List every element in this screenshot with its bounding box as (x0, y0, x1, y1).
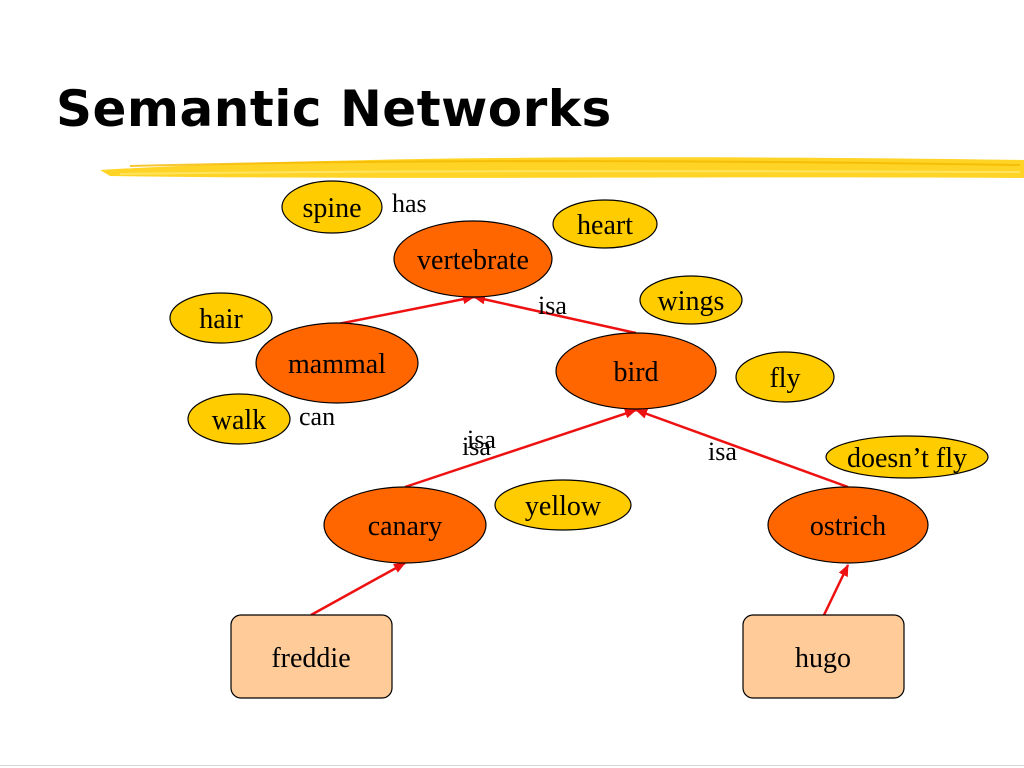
node-hair-label: hair (199, 304, 243, 335)
node-wings: wings (639, 275, 743, 325)
node-ostrich-label: ostrich (810, 511, 886, 542)
node-mammal: mammal (255, 322, 419, 404)
node-freddie-label: freddie (271, 643, 350, 674)
relation-label-isa-ostrich: isa (708, 437, 737, 466)
node-fly-label: fly (769, 363, 800, 394)
edge-hugo-ostrich (822, 564, 850, 616)
footer-divider (0, 765, 1024, 766)
node-bird-label: bird (613, 357, 658, 388)
node-canary-label: canary (368, 511, 443, 542)
node-heart: heart (552, 199, 658, 249)
node-vertebrate: vertebrate (393, 220, 553, 298)
node-spine: spine (281, 180, 383, 234)
node-ostrich: ostrich (767, 486, 929, 564)
node-wings-label: wings (658, 286, 725, 317)
edge-mammal-vertebrate (337, 294, 475, 326)
node-spine-label: spine (302, 193, 361, 224)
relation-label-isa-bird: isa (538, 291, 567, 320)
node-hugo: hugo (742, 614, 905, 699)
node-mammal-label: mammal (288, 349, 386, 380)
node-heart-label: heart (577, 210, 633, 241)
node-canary: canary (323, 486, 487, 564)
node-walk-label: walk (212, 405, 266, 436)
node-hair: hair (169, 292, 273, 344)
relation-label-has: has (392, 189, 427, 218)
node-doesnt-fly-label: doesn’t fly (847, 443, 967, 474)
node-hugo-label: hugo (795, 643, 851, 674)
relation-label-can: can (299, 402, 335, 431)
node-vertebrate-label: vertebrate (417, 245, 529, 276)
edge-canary-bird (404, 408, 637, 489)
node-yellow: yellow (494, 479, 632, 531)
relation-label-isa-canary-a: isa (467, 425, 496, 454)
node-doesnt-fly: doesn’t fly (825, 435, 989, 479)
relation-label-isa-canary-b: isa (462, 432, 491, 461)
edge-bird-vertebrate (473, 294, 637, 335)
edge-ostrich-bird (635, 408, 849, 489)
page-title: Semantic Networks (56, 80, 612, 138)
node-bird: bird (555, 332, 717, 410)
node-walk: walk (187, 393, 291, 445)
edge-freddie-canary (310, 561, 406, 617)
node-yellow-label: yellow (525, 491, 602, 522)
node-fly: fly (735, 351, 835, 403)
node-freddie: freddie (230, 614, 393, 699)
title-underline-stroke (100, 157, 1024, 178)
